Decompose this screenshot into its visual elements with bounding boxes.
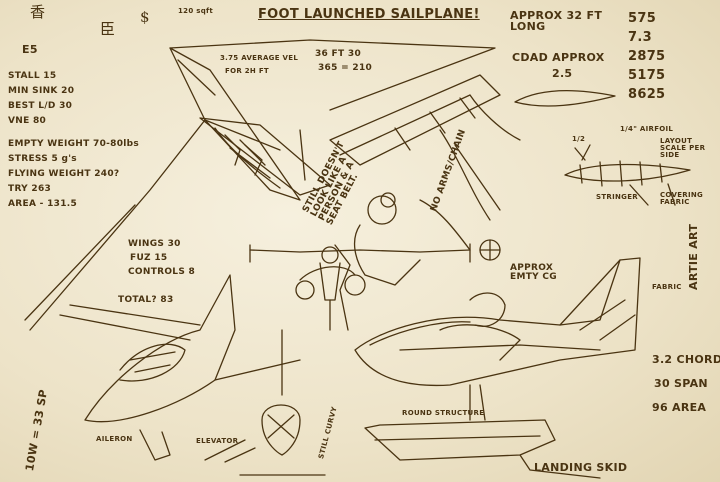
elevator-note: ELEVATOR: [196, 437, 239, 445]
cdad-note: CDAD APPROX: [512, 51, 605, 64]
small-front-view-sketch: [239, 329, 326, 476]
calc-line: 7.3: [628, 30, 652, 45]
swept-wing-sketch: [329, 74, 521, 166]
length-note: APPROX 32 FT LONG: [510, 9, 603, 33]
airfoil-note: 1/4" AIRFOIL: [620, 125, 674, 133]
pilot-seat-sketch: [299, 129, 501, 331]
side-view-glider-sketch: [354, 257, 641, 479]
page-title: FOOT LAUNCHED SAILPLANE!: [258, 7, 480, 22]
cg-note: APPROX EMTY CG: [510, 263, 557, 282]
stamp-glyph-c: 臣: [100, 20, 116, 38]
front-view-sketch: [249, 243, 471, 331]
skid-note: LANDING SKID: [534, 461, 628, 474]
weight-total: TOTAL? 83: [118, 295, 174, 305]
weight-calc-a: 36 FT 30: [315, 49, 362, 59]
fuselage-section-sketch: [564, 144, 691, 206]
stringer-note: STRINGER: [596, 193, 638, 201]
spec-line: AREA - 131.5: [8, 199, 78, 209]
weight-wings: WINGS 30: [128, 239, 181, 249]
area-note: 120 sqft: [178, 7, 214, 15]
three-quarter-view-sketch: [59, 274, 301, 461]
spec-line: MIN SINK 20: [8, 86, 75, 96]
stamp-glyph-d: $: [140, 8, 150, 26]
spec-line: EMPTY WEIGHT 70-80lbs: [8, 139, 140, 149]
weight-fuz: FUZ 15: [130, 253, 168, 263]
aileron-note: AILERON: [96, 435, 133, 443]
covering-note: COVERING FABRIC: [660, 191, 704, 206]
layout-note: LAYOUT SCALE PER SIDE: [660, 137, 706, 159]
spec-span: 30 SPAN: [654, 377, 708, 390]
cg-marker-sketch: [479, 239, 501, 261]
calc-line: 2875: [628, 49, 666, 64]
spec-line: FLYING WEIGHT 240?: [8, 169, 120, 179]
calc-column: 575 7.3 2875 5175 8625: [628, 12, 665, 107]
spec-line: STRESS 5 g's: [8, 154, 77, 164]
calc-line: 5175: [628, 68, 666, 83]
velocity-note-b: FOR 2H FT: [225, 67, 269, 75]
top-view-glider-sketch: [24, 39, 496, 331]
fabric-note: FABRIC: [652, 283, 682, 291]
stamp-glyph-b: E5: [22, 43, 38, 56]
spec-list: STALL 15 MIN SINK 20 BEST L/D 30 VNE 80 …: [8, 72, 139, 215]
spec-chord: 3.2 CHORD: [652, 353, 720, 366]
weight-controls: CONTROLS 8: [128, 267, 196, 277]
artist-signature: ARTIE ART: [687, 223, 700, 290]
spec-line: TRY 263: [8, 184, 52, 194]
structure-note: ROUND STRUCTURE: [402, 409, 485, 417]
spec-line: BEST L/D 30: [8, 101, 73, 111]
nose-note: 1/2: [572, 135, 586, 143]
calc-line: 575: [628, 11, 657, 26]
airfoil-section-sketch: [514, 89, 616, 107]
spec-line: VNE 80: [8, 116, 47, 126]
weight-calc-b: 365 = 210: [318, 63, 373, 73]
spec-line: STALL 15: [8, 71, 57, 81]
stamp-glyph-a: 香: [30, 3, 46, 21]
calc-line: 8625: [628, 87, 666, 102]
spec-area: 96 AREA: [652, 401, 707, 414]
cdad-value: 2.5: [552, 67, 573, 80]
velocity-note: 3.75 AVERAGE VEL: [220, 54, 299, 62]
